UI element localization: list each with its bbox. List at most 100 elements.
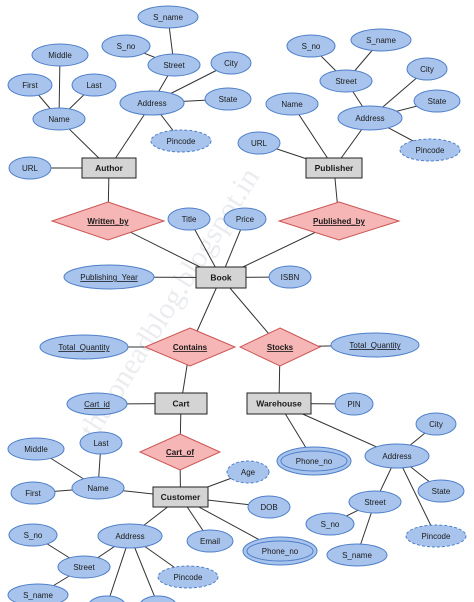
- attribute-ellipse: [186, 529, 234, 553]
- node-label: S_no: [117, 42, 136, 51]
- attribute-ellipse: [66, 392, 128, 416]
- attribute-pub-street: Street: [319, 69, 373, 93]
- attribute-wh-street: Street: [348, 490, 402, 514]
- relationship-diamond: [143, 327, 237, 367]
- entity-customer: Customer: [152, 486, 209, 508]
- attribute-ellipse: [415, 412, 457, 436]
- key-attribute-cart-id: Cart_id: [66, 392, 128, 416]
- attribute-ellipse: [97, 523, 163, 549]
- attribute-author-s-name: S_name: [137, 5, 199, 29]
- node-label: Name: [48, 115, 70, 124]
- attribute-book-title: Title: [167, 207, 211, 231]
- attribute-cust-extra1: [89, 595, 125, 602]
- node-label: Title: [182, 215, 197, 224]
- attribute-ellipse: [334, 392, 374, 416]
- derived-attribute-wh-pincode: Pincode: [405, 524, 467, 548]
- attribute-pub-state: State: [413, 89, 461, 113]
- node-label: Street: [364, 498, 386, 507]
- attribute-ellipse: [10, 481, 56, 505]
- entity-box: [246, 392, 312, 415]
- node-label: Published_by: [313, 217, 366, 226]
- node-label: City: [420, 65, 434, 74]
- node-label: Contains: [173, 343, 208, 352]
- attribute-book-price: Price: [223, 207, 267, 231]
- attribute-author-state: State: [204, 87, 252, 111]
- attribute-wh-city: City: [415, 412, 457, 436]
- attribute-cust-street: Street: [57, 555, 111, 579]
- node-label: Pincode: [167, 137, 196, 146]
- inner-ellipse: [246, 540, 314, 562]
- node-label: URL: [22, 164, 39, 173]
- attribute-ellipse: [417, 479, 465, 503]
- attribute-ellipse: [8, 523, 58, 547]
- node-label: Email: [200, 537, 220, 546]
- attribute-ellipse: [204, 87, 252, 111]
- attribute-ellipse: [319, 69, 373, 93]
- attribute-ellipse: [101, 34, 151, 58]
- attribute-ellipse: [8, 156, 52, 180]
- attribute-author-last: Last: [71, 73, 117, 97]
- relationship-diamond: [50, 201, 166, 241]
- entity-box: [154, 392, 208, 415]
- attribute-cust-name: Name: [71, 476, 125, 500]
- node-label: Last: [93, 439, 109, 448]
- node-label: First: [22, 81, 38, 90]
- multivalued-attribute-wh-phone: Phone_no: [276, 446, 352, 476]
- attribute-ellipse: [71, 476, 125, 500]
- derived-attribute-cust-age: Age: [226, 460, 270, 484]
- attribute-ellipse: [89, 595, 125, 602]
- relationship-published-by: Published_by: [277, 201, 401, 241]
- attribute-ellipse: [167, 207, 211, 231]
- relationship-diamond: [277, 201, 401, 241]
- attribute-ellipse: [79, 431, 123, 455]
- node-label: Age: [241, 468, 256, 477]
- attribute-author-name: Name: [32, 107, 86, 131]
- node-label: Cart: [172, 399, 189, 409]
- attribute-author-city: City: [210, 51, 252, 75]
- relationship-contains: Contains: [143, 327, 237, 367]
- node-label: S_name: [342, 551, 372, 560]
- entity-book: Book: [195, 266, 247, 289]
- attribute-author-street: Street: [147, 53, 201, 77]
- node-label: URL: [251, 139, 268, 148]
- attribute-pub-address: Address: [337, 105, 403, 131]
- entity-box: [305, 157, 363, 179]
- node-label: Stocks: [267, 343, 294, 352]
- attribute-ellipse: [330, 332, 420, 358]
- attribute-ellipse: [137, 5, 199, 29]
- key-attribute-contains-qty: Total_Quantity: [39, 334, 129, 360]
- attribute-wh-state: State: [417, 479, 465, 503]
- derived-attribute-cust-pincode: Pincode: [157, 565, 219, 589]
- attribute-cust-last: Last: [79, 431, 123, 455]
- attribute-ellipse: [237, 131, 281, 155]
- attribute-cust-s-name: S_name: [7, 583, 69, 602]
- relationship-diamond: [138, 433, 222, 471]
- entity-publisher: Publisher: [305, 157, 363, 179]
- key-attribute-book-pub-year: Publishing_Year: [63, 264, 155, 290]
- attribute-wh-address: Address: [364, 443, 430, 469]
- attribute-ellipse: [305, 512, 355, 536]
- attribute-ellipse: [268, 265, 312, 289]
- node-label: Total_Quantity: [58, 343, 109, 352]
- attribute-cust-middle: Middle: [7, 437, 65, 461]
- attribute-warehouse-pin: PIN: [334, 392, 374, 416]
- dashed-ellipse: [399, 138, 461, 162]
- entity-box: [195, 266, 247, 289]
- attribute-ellipse: [247, 495, 291, 519]
- node-label: PIN: [347, 400, 361, 409]
- attribute-cust-s-no: S_no: [8, 523, 58, 547]
- attribute-ellipse: [31, 43, 89, 67]
- entity-warehouse: Warehouse: [246, 392, 312, 415]
- entity-box: [81, 157, 137, 179]
- node-label: State: [432, 487, 451, 496]
- node-label: Pincode: [416, 146, 445, 155]
- node-label: Publishing_Year: [80, 273, 138, 282]
- node-label: Author: [95, 163, 124, 173]
- key-attribute-stocks-qty: Total_Quantity: [330, 332, 420, 358]
- node-label: S_no: [302, 42, 321, 51]
- attribute-pub-url: URL: [237, 131, 281, 155]
- node-label: City: [224, 59, 238, 68]
- attribute-ellipse: [57, 555, 111, 579]
- attribute-author-url: URL: [8, 156, 52, 180]
- attribute-ellipse: [210, 51, 252, 75]
